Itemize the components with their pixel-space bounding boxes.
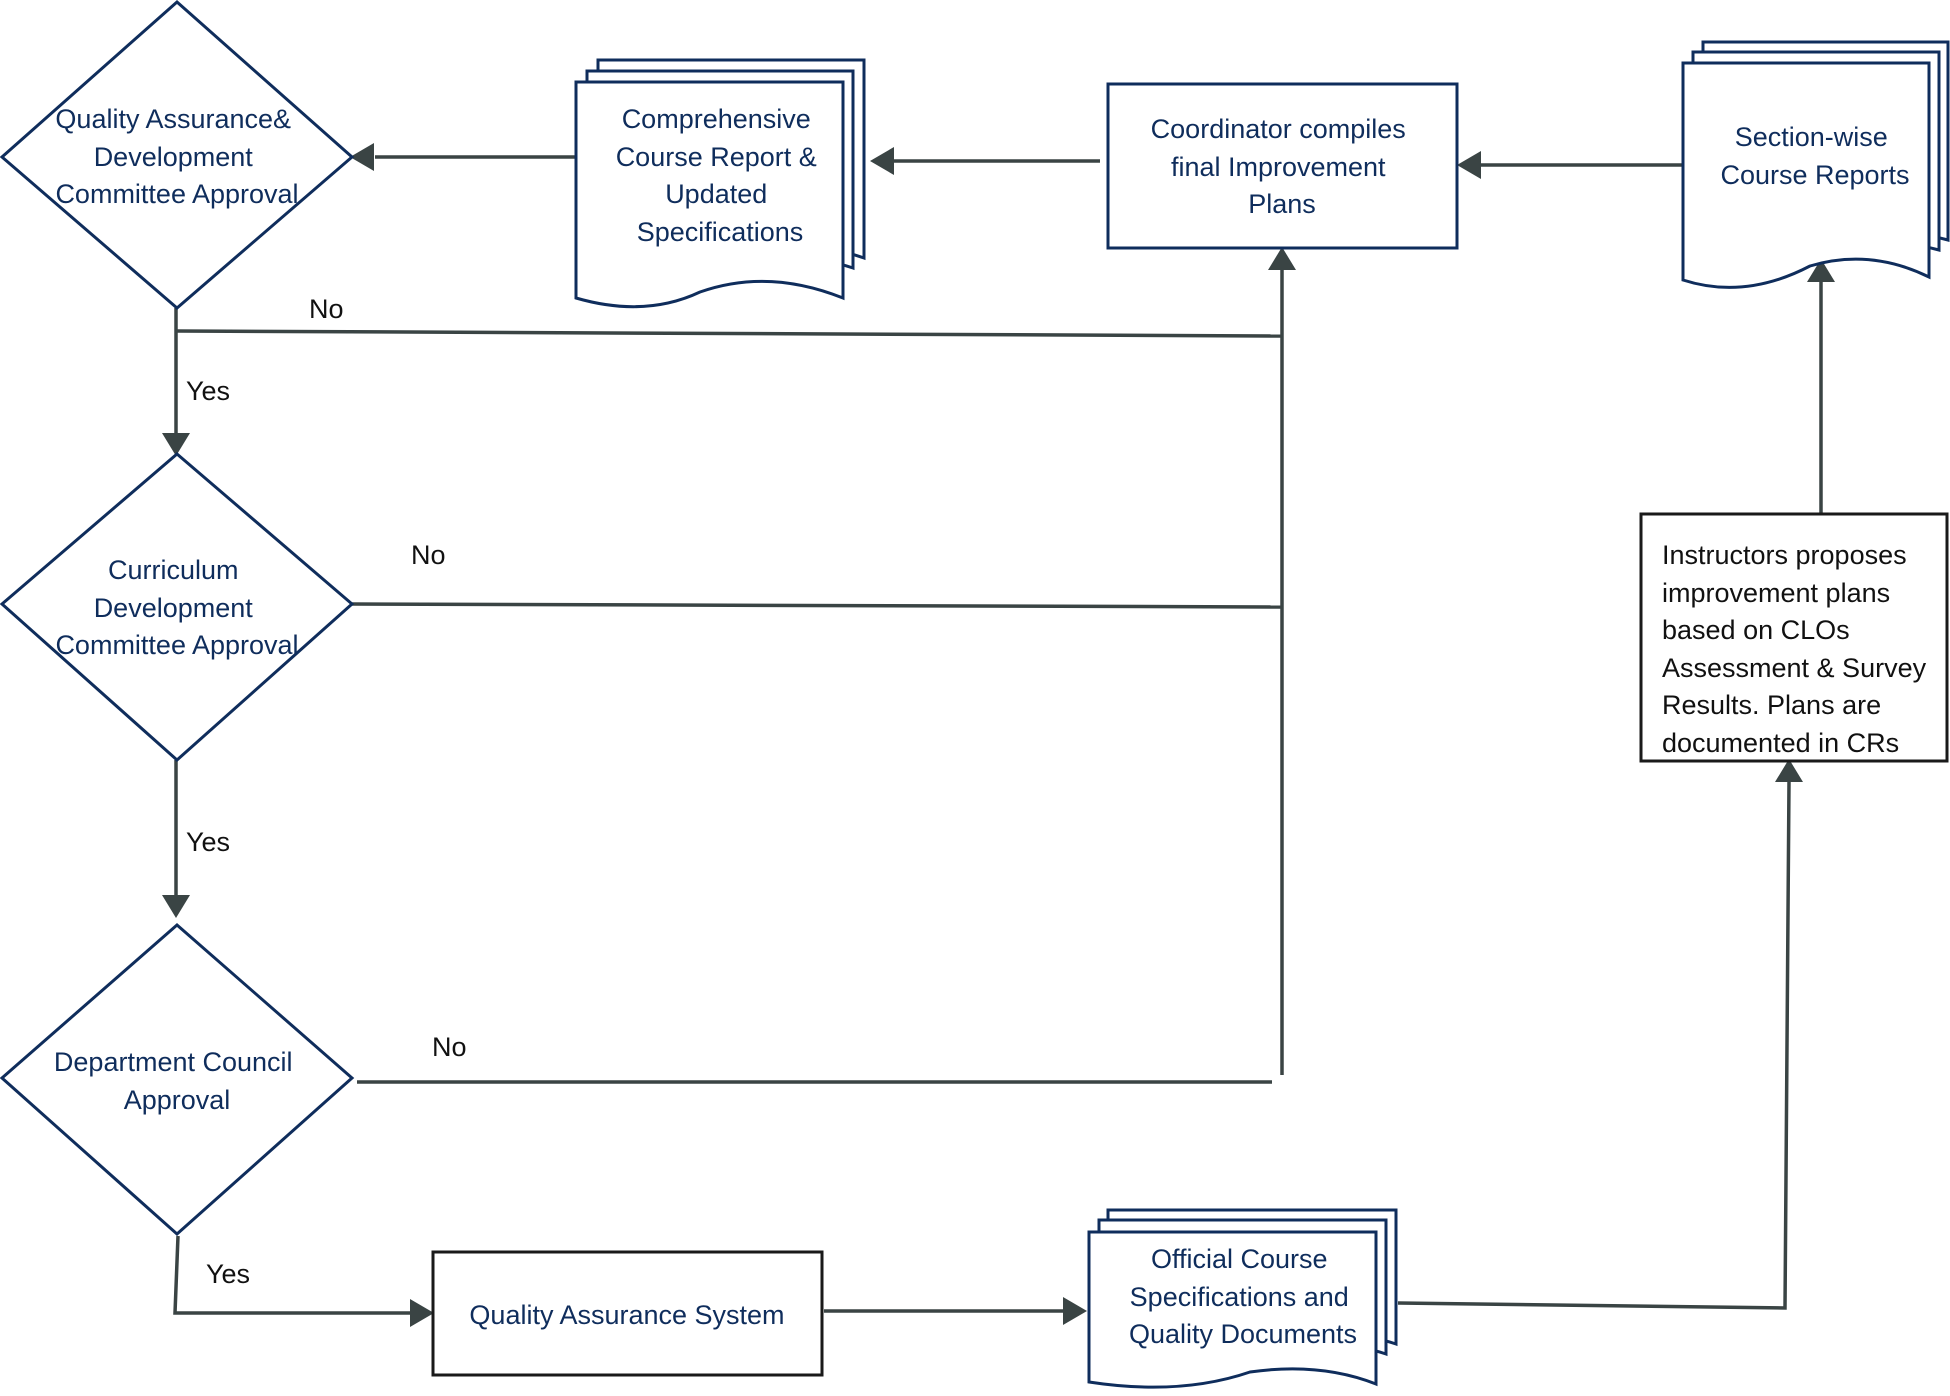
edge-labels: No Yes No Yes No Yes — [186, 294, 467, 1289]
document-official-docs-label: Official Course Specifications and Quali… — [1129, 1244, 1357, 1349]
process-qa-system-label: Quality Assurance System — [469, 1300, 784, 1330]
document-stack-front — [574, 80, 845, 309]
edge-yes-3 — [173, 1235, 410, 1315]
arrowhead-right-icon — [410, 1299, 434, 1327]
decision-diamond — [0, 0, 355, 310]
edge-no-1 — [175, 329, 1283, 338]
document-section-reports-label: Section-wise Course Reports — [1720, 122, 1909, 190]
decision-curriculum-committee-label: Curriculum Development Committee Approva… — [55, 555, 298, 660]
edge-label-yes-3: Yes — [206, 1259, 250, 1289]
document-section-reports: Section-wise Course Reports — [1681, 40, 1950, 289]
edge-label-yes-1: Yes — [186, 376, 230, 406]
edge-label-no-1: No — [309, 294, 344, 324]
arrowhead-up-icon — [1775, 759, 1803, 782]
arrowhead-down-icon — [162, 433, 190, 456]
decision-curriculum-committee: Curriculum Development Committee Approva… — [0, 452, 355, 763]
process-coordinator-label: Coordinator compiles final Improvement P… — [1151, 114, 1414, 219]
process-instructors: Instructors proposes improvement plans b… — [1639, 512, 1949, 763]
arrowhead-up-icon — [1807, 259, 1835, 282]
process-box — [1106, 82, 1459, 250]
arrowhead-left-icon — [870, 147, 894, 175]
decision-department-council-label: Department Council Approval — [54, 1047, 300, 1115]
process-instructors-label: Instructors proposes improvement plans b… — [1662, 540, 1934, 758]
edge-label-no-3: No — [432, 1032, 467, 1062]
decision-diamond — [0, 923, 355, 1237]
arrowhead-right-icon — [1063, 1297, 1087, 1325]
edge-docs-to-instructors — [1397, 781, 1791, 1310]
document-comprehensive-report-label: Comprehensive Course Report & Updated Sp… — [616, 104, 825, 247]
decision-diamond — [0, 452, 355, 763]
arrowhead-left-icon — [1457, 151, 1481, 179]
process-box — [431, 1250, 824, 1377]
arrowhead-left-icon — [350, 143, 374, 171]
document-stack-front — [1087, 1230, 1378, 1389]
document-official-docs: Official Course Specifications and Quali… — [1087, 1208, 1398, 1389]
edge-no-2 — [349, 602, 1283, 609]
arrowhead-up-icon — [1268, 247, 1296, 270]
document-comprehensive-report: Comprehensive Course Report & Updated Sp… — [574, 58, 866, 309]
arrowhead-down-icon — [162, 895, 190, 918]
connectors — [162, 143, 1835, 1327]
process-qa-system: Quality Assurance System — [431, 1250, 824, 1377]
document-stack-front — [1681, 61, 1931, 289]
edge-label-no-2: No — [411, 540, 446, 570]
process-box — [1639, 512, 1949, 763]
edge-label-yes-2: Yes — [186, 827, 230, 857]
decision-qa-committee-label: Quality Assurance& Development Committee… — [55, 104, 298, 209]
decision-qa-committee: Quality Assurance& Development Committee… — [0, 0, 355, 310]
decision-department-council: Department Council Approval — [0, 923, 355, 1237]
process-coordinator: Coordinator compiles final Improvement P… — [1106, 82, 1459, 250]
